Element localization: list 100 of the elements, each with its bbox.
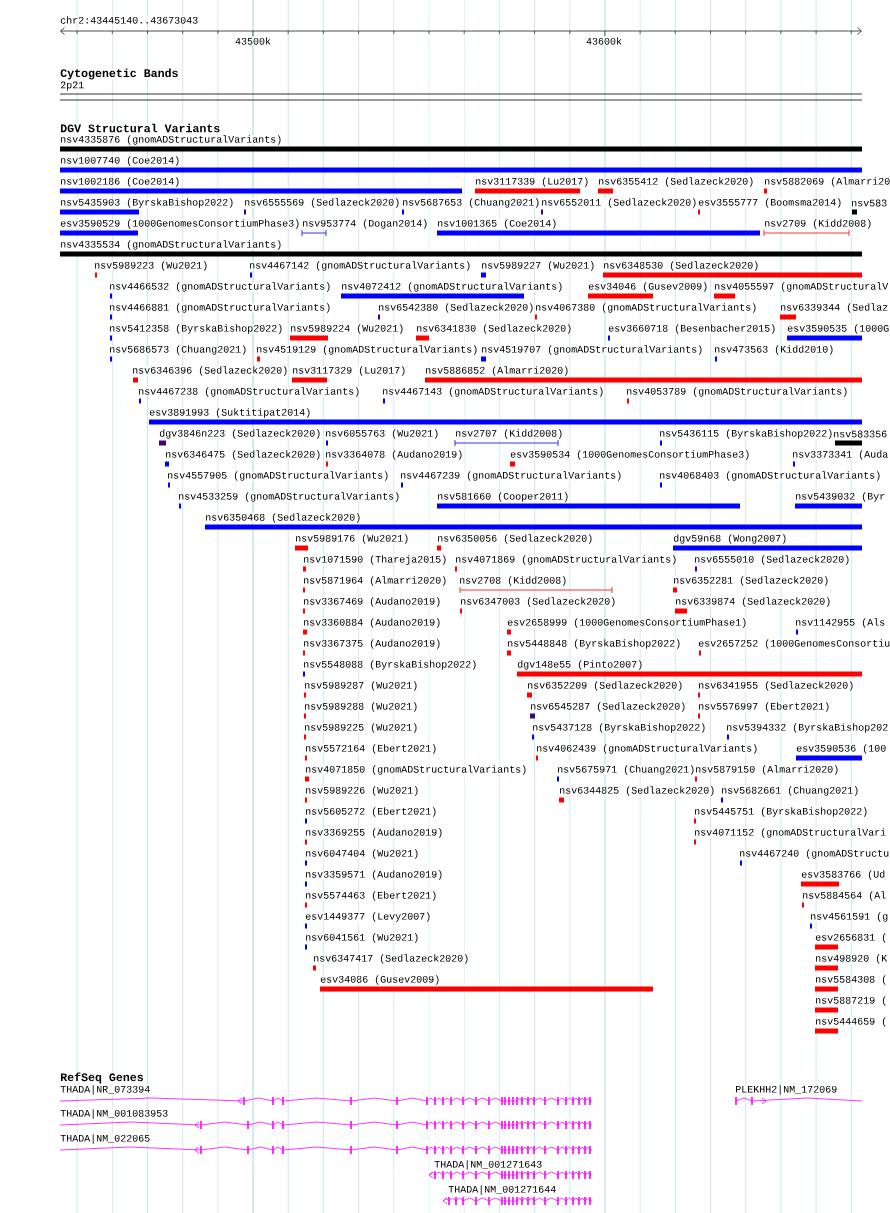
variant-label: nsv5435903 (ByrskaBishop2022) xyxy=(60,198,235,208)
variant-label: nsv5675971 (Chuang2021) xyxy=(557,765,696,775)
variant-label: nsv3373341 (Auda xyxy=(792,450,889,460)
variant-label: nsv6339874 (Sedlazeck2020) xyxy=(675,597,832,607)
variant-label: esv3583766 (Ud xyxy=(801,870,886,880)
variant-label: esv3590529 (1000GenomesConsortiumPhase3) xyxy=(60,219,301,229)
variant-label: nsv4561591 (g xyxy=(810,912,889,922)
track-title: DGV Structural Variants xyxy=(60,123,221,133)
variant-label: nsv4335534 (gnomADStructuralVariants) xyxy=(60,240,283,250)
variant-label: nsv5445751 (ByrskaBishop2022) xyxy=(694,807,869,817)
variant-label: nsv4467240 (gnomADStructu xyxy=(739,849,890,859)
variant-label: nsv583 xyxy=(851,199,888,207)
variant-label: nsv5886852 (Almarri2020) xyxy=(425,366,570,376)
variant-label: nsv4071869 (gnomADStructuralVariants) xyxy=(455,555,678,565)
variant-label: nsv5882069 (Almarri20 xyxy=(764,177,890,187)
variant-label: nsv1002186 (Coe2014) xyxy=(60,177,181,187)
variant-label: esv2658999 (1000GenomesConsortiumPhase1) xyxy=(507,618,748,628)
variant-label: nsv6348530 (Sedlazeck2020) xyxy=(603,261,760,271)
track-title: RefSeq Genes xyxy=(60,1072,144,1084)
variant-label: nsv953774 (Dogan2014) xyxy=(302,219,429,229)
variant-label: nsv6545287 (Sedlazeck2020) xyxy=(530,702,687,712)
variant-label: dgv3846n223 (Sedlazeck2020) xyxy=(159,429,322,439)
gene-label: PLEKHH2|NM_172069 xyxy=(735,1085,838,1095)
variant-label: esv2656831 ( xyxy=(815,933,888,943)
variant-label: nsv4071850 (gnomADStructuralVariants) xyxy=(305,765,528,775)
variant-label: nsv5989226 (Wu2021) xyxy=(305,786,420,796)
variant-label: nsv4071152 (gnomADStructuralVari xyxy=(694,828,887,838)
variant-label: nsv5448848 (ByrskaBishop2022) xyxy=(507,639,682,649)
variant-label: nsv6041561 (Wu2021) xyxy=(305,933,420,943)
variant-label: nsv6542380 (Sedlazeck2020) xyxy=(378,303,535,313)
variant-label: nsv5887219 ( xyxy=(815,996,888,1006)
variant-label: nsv5989176 (Wu2021) xyxy=(295,534,410,544)
variant-label: nsv3117339 (Lu2017) xyxy=(475,177,590,187)
band-label: 2p21 xyxy=(60,81,85,91)
variant-label: nsv581660 (Cooper2011) xyxy=(437,492,570,502)
variant-label: nsv4053789 (gnomADStructuralVariants) xyxy=(626,387,849,397)
variant-label: nsv4466532 (gnomADStructuralVariants) xyxy=(109,282,332,292)
gene-label: THADA|NM_001271643 xyxy=(434,1160,543,1170)
variant-label: nsv1007740 (Coe2014) xyxy=(60,156,181,166)
variant-label: nsv2707 (Kidd2008) xyxy=(455,429,564,439)
gene-label: THADA|NM_022065 xyxy=(60,1134,151,1144)
variant-label: nsv3369255 (Audano2019) xyxy=(305,828,444,838)
variant-label: nsv4467238 (gnomADStructuralVariants) xyxy=(138,387,361,397)
variant-label: nsv6352281 (Sedlazeck2020) xyxy=(673,576,830,586)
variant-label: nsv6346396 (Sedlazeck2020) xyxy=(132,366,289,376)
variant-label: nsv4067380 (gnomADStructuralVariants) xyxy=(535,303,758,313)
variant-label: nsv6552011 (Sedlazeck2020) xyxy=(541,198,698,208)
variant-label: nsv4519707 (gnomADStructuralVariants) xyxy=(481,345,704,355)
variant-label: nsv3117329 (Lu2017) xyxy=(292,366,407,376)
variant-label: nsv6350468 (Sedlazeck2020) xyxy=(205,513,362,523)
variant-label: nsv5437128 (ByrskaBishop2022) xyxy=(532,723,707,733)
variant-label: esv3590536 (100 xyxy=(796,744,887,754)
variant-label: nsv5687653 (Chuang2021) xyxy=(402,198,541,208)
variant-label: nsv6347003 (Sedlazeck2020) xyxy=(460,597,617,607)
variant-label: esv3660718 (Besenbacher2015) xyxy=(608,324,777,334)
variant-label: nsv5548088 (ByrskaBishop2022) xyxy=(303,660,478,670)
variant-label: nsv473563 (Kidd2010) xyxy=(714,345,835,355)
variant-label: nsv1142955 (Als xyxy=(795,618,886,628)
variant-label: nsv498920 (K xyxy=(815,954,888,964)
variant-label: nsv5989227 (Wu2021) xyxy=(481,261,596,271)
variant-label: nsv4533259 (gnomADStructuralVariants) xyxy=(178,492,401,502)
variant-label: nsv6055763 (Wu2021) xyxy=(325,429,440,439)
gene-label: THADA|NM_001083953 xyxy=(60,1109,169,1119)
variant-label: nsv5574463 (Ebert2021) xyxy=(305,891,438,901)
variant-label: nsv5871964 (Almarri2020) xyxy=(303,576,448,586)
variant-label: nsv4055597 (gnomADStructuralV xyxy=(714,282,889,292)
variant-label: nsv6339344 (Sedlaz xyxy=(780,303,889,313)
variant-label: nsv5584308 ( xyxy=(815,975,888,985)
variant-label: nsv2709 (Kidd2008) xyxy=(764,219,873,229)
variant-label: nsv5879150 (Almarri2020) xyxy=(695,765,840,775)
variant-label: nsv5444659 ( xyxy=(815,1017,888,1027)
variant-label: nsv5572164 (Ebert2021) xyxy=(305,744,438,754)
variant-label: esv3590535 (1000G xyxy=(787,324,890,334)
variant-label: nsv5576997 (Ebert2021) xyxy=(698,702,831,712)
variant-label: nsv6347417 (Sedlazeck2020) xyxy=(313,954,470,964)
variant-label: nsv3367469 (Audano2019) xyxy=(303,597,442,607)
variant-label: esv1449377 (Levy2007) xyxy=(305,912,432,922)
variant-label: nsv4335876 (gnomADStructuralVariants) xyxy=(60,135,283,145)
gene-label: THADA|NM_001271644 xyxy=(448,1185,557,1195)
tick-label: 43600k xyxy=(586,37,622,45)
variant-label: nsv6346475 (Sedlazeck2020) xyxy=(165,450,322,460)
variant-label: dgv148e55 (Pinto2007) xyxy=(517,660,644,670)
variant-label: dgv59n68 (Wong2007) xyxy=(673,534,788,544)
variant-label: nsv3364078 (Audano2019) xyxy=(325,450,464,460)
variant-label: nsv5989288 (Wu2021) xyxy=(304,702,419,712)
variant-label: nsv2708 (Kidd2008) xyxy=(459,576,568,586)
variant-label: nsv6344825 (Sedlazeck2020) xyxy=(559,786,716,796)
variant-label: nsv6555010 (Sedlazeck2020) xyxy=(694,555,851,565)
variant-label: nsv6355412 (Sedlazeck2020) xyxy=(598,177,755,187)
coordinate-label: chr2:43445140..43673043 xyxy=(60,16,199,24)
variant-label: nsv4466881 (gnomADStructuralVariants) xyxy=(109,303,332,313)
variant-label: nsv5989224 (Wu2021) xyxy=(290,324,405,334)
tick-label: 43500k xyxy=(235,37,271,45)
variant-label: nsv4467143 (gnomADStructuralVariants) xyxy=(382,387,605,397)
variant-label: nsv5682661 (Chuang2021) xyxy=(721,786,860,796)
variant-label: nsv6047404 (Wu2021) xyxy=(305,849,420,859)
variant-label: nsv3367375 (Audano2019) xyxy=(303,639,442,649)
variant-label: nsv1001365 (Coe2014) xyxy=(437,219,558,229)
gene-label: THADA|NR_073394 xyxy=(60,1085,151,1095)
variant-label: nsv6352209 (Sedlazeck2020) xyxy=(527,681,684,691)
